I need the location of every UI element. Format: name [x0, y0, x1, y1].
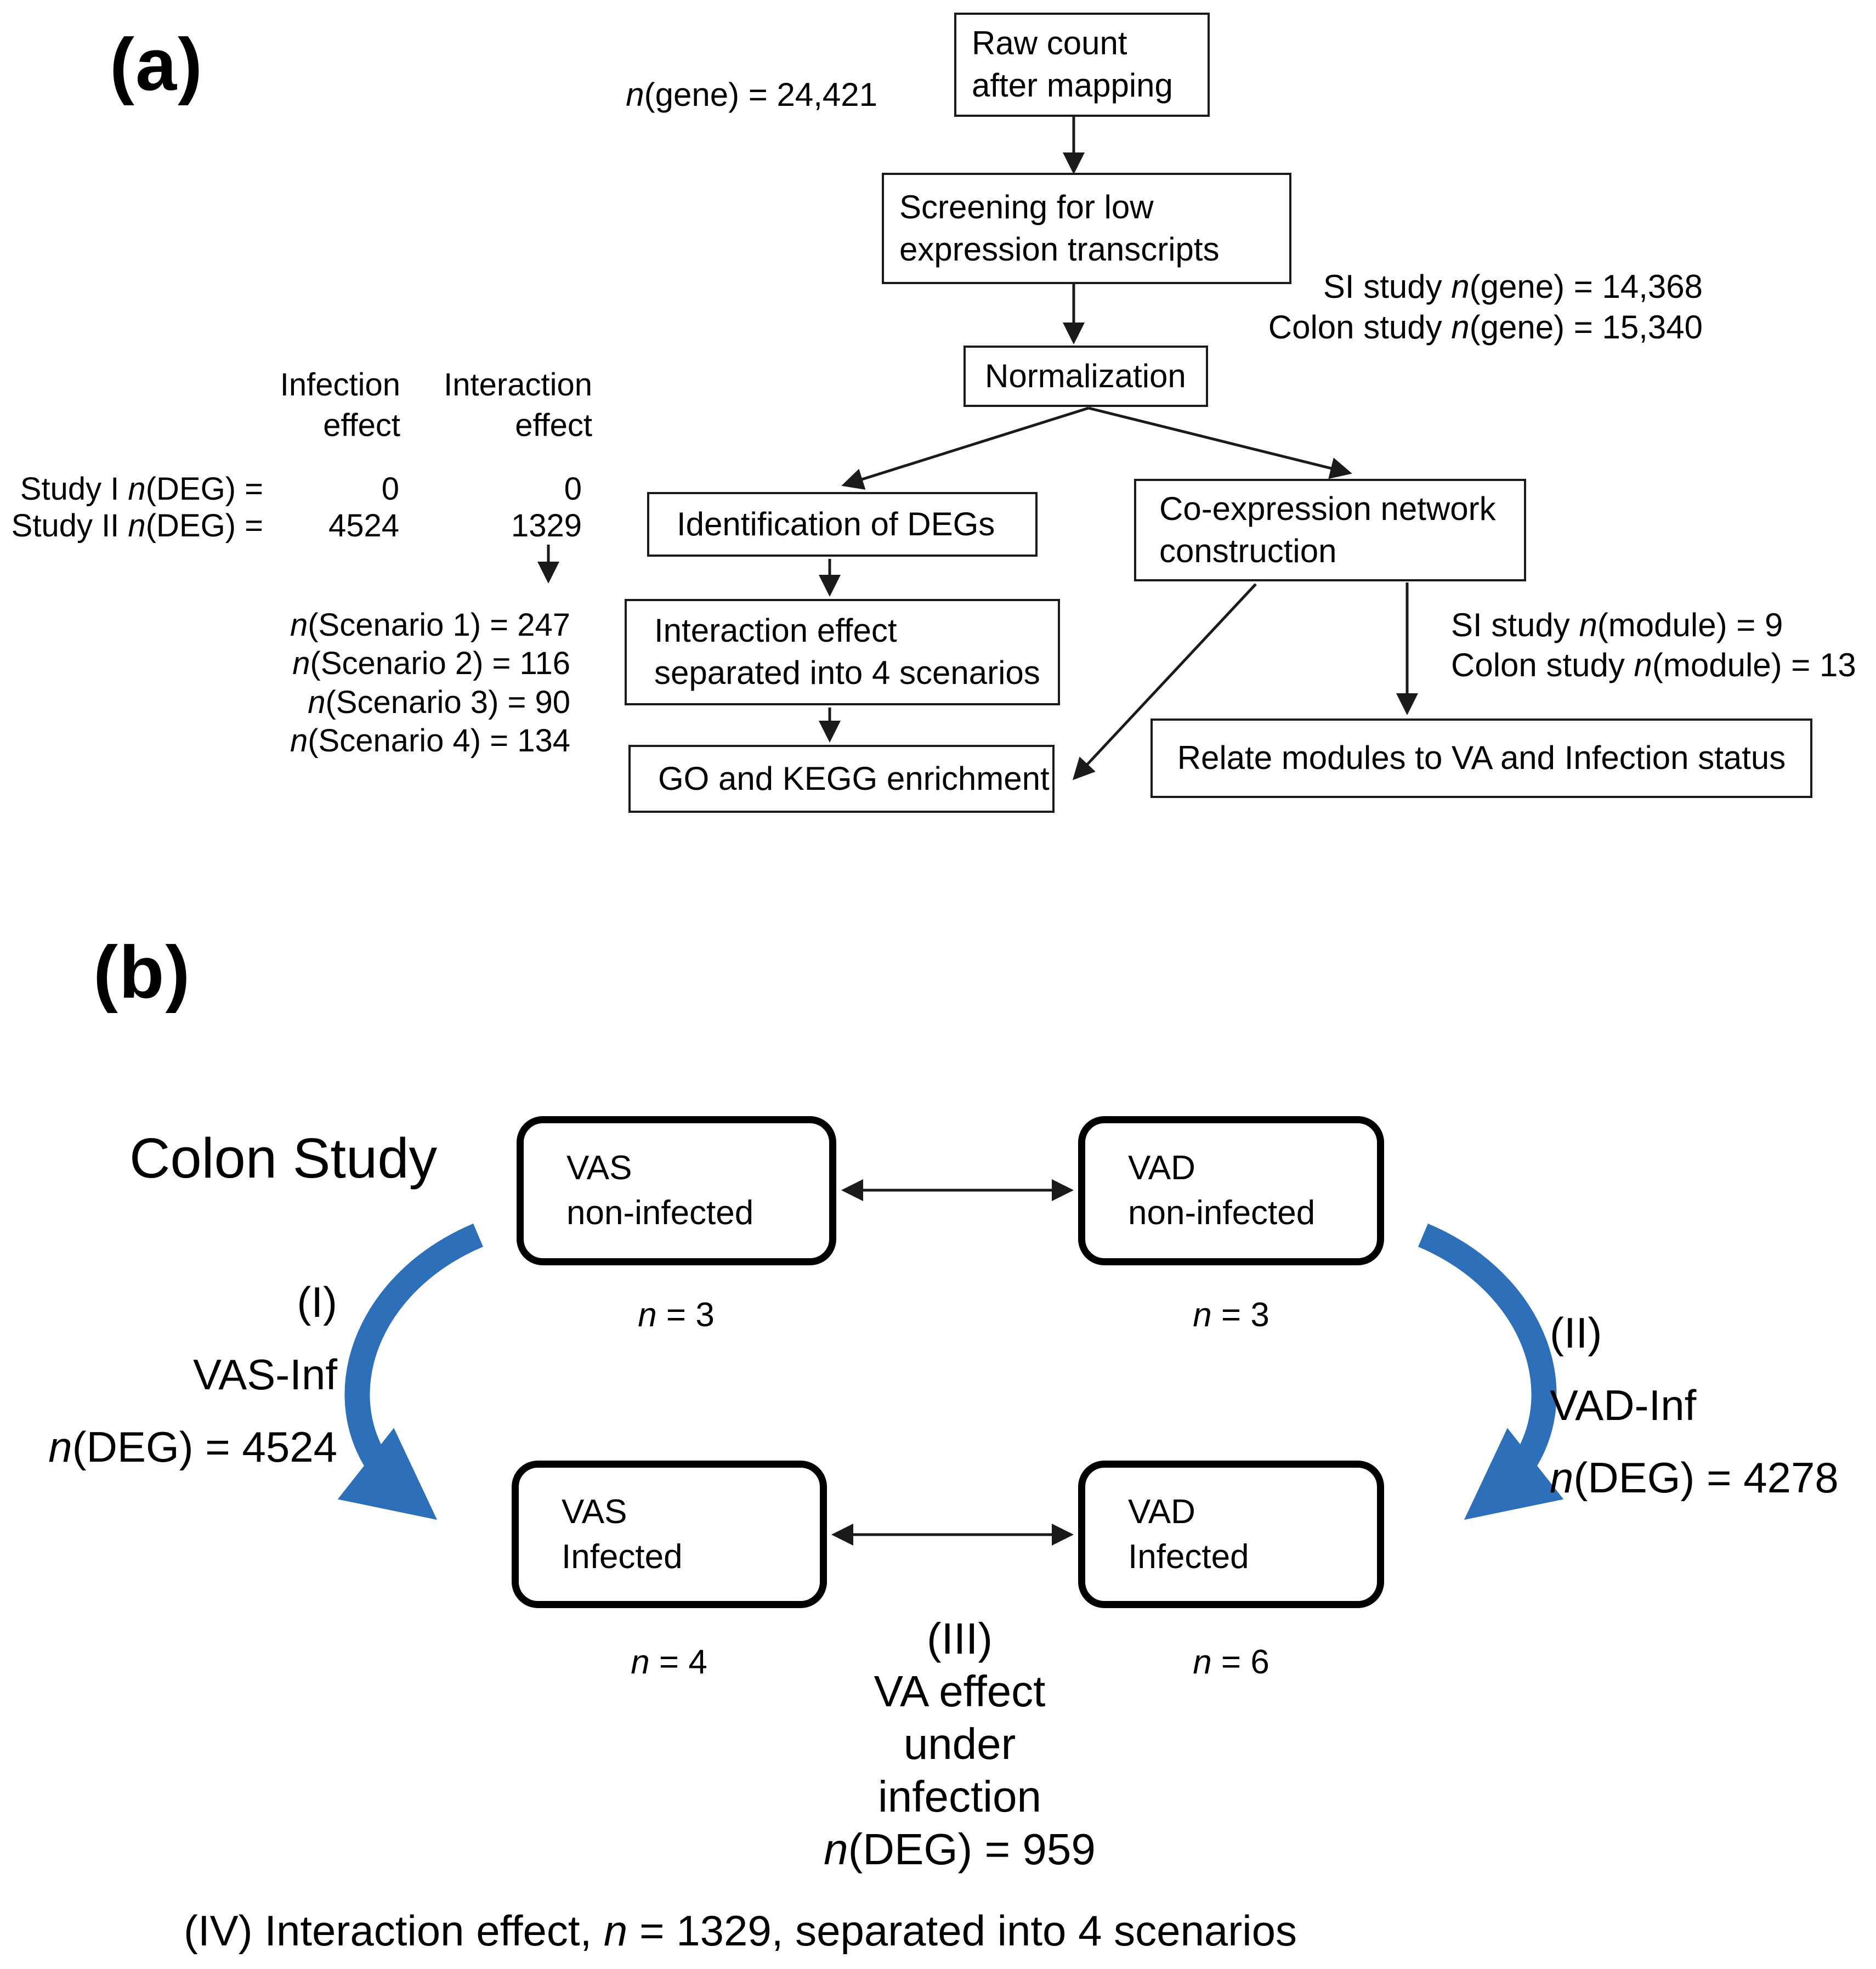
box-vad-infected: VAD Infected	[1078, 1461, 1384, 1608]
curved-arrow-vad-inf	[1418, 1223, 1564, 1520]
comparison-2-label: (II) VAD-Inf n(DEG) = 4278	[1550, 1309, 1839, 1502]
arrow-coexpression-to-go	[1072, 583, 1257, 780]
box-interaction-scenarios: Interaction effect separated into 4 scen…	[625, 599, 1060, 705]
header-interaction-line2: effect	[515, 408, 592, 443]
scenario-3-count: n(Scenario 3) = 90	[308, 684, 570, 720]
row-study1-infection-value: 0	[381, 471, 399, 507]
arrow-normalization-to-coexpression	[1088, 406, 1352, 479]
si-module-count: SI study n(module) = 9	[1451, 607, 1783, 643]
n-vas-infected: n = 4	[631, 1643, 707, 1681]
row-study1-label: Study I n(DEG) =	[20, 471, 263, 507]
si-gene-count: SI study n(gene) = 14,368	[1323, 268, 1703, 305]
row-study2-label: Study II n(DEG) =	[11, 508, 263, 544]
box-coexpression-network: Co-expression network construction	[1134, 479, 1526, 581]
row-study2-infection-value: 4524	[328, 508, 399, 544]
box-relate-modules: Relate modules to VA and Infection statu…	[1150, 718, 1812, 798]
colon-module-count: Colon study n(module) = 13	[1451, 647, 1856, 683]
header-interaction-line1: Interaction	[444, 367, 592, 403]
gene-total-label: n(gene) = 24,421	[626, 76, 877, 113]
colon-gene-count: Colon study n(gene) = 15,340	[1268, 309, 1703, 346]
row-study1-interaction-value: 0	[564, 471, 582, 507]
box-vad-non-infected: VAD non-infected	[1078, 1116, 1384, 1265]
box-screening: Screening for low expression transcripts	[882, 173, 1291, 284]
header-infection-line1: Infection	[280, 367, 400, 403]
comparison-1-label: (I) VAS-Inf n(DEG) = 4524	[48, 1278, 337, 1471]
box-vas-infected: VAS Infected	[512, 1461, 827, 1608]
panel-a-label: (a)	[110, 23, 203, 106]
comparison-3-label: (III) VA effect under infection n(DEG) =…	[824, 1614, 1096, 1874]
box-go-kegg: GO and KEGG enrichment	[628, 745, 1055, 813]
box-vas-non-infected: VAS non-infected	[517, 1116, 836, 1265]
box-identification-degs: Identification of DEGs	[647, 492, 1038, 557]
arrow-normalization-to-identification	[841, 406, 1089, 490]
n-vad-non-infected: n = 3	[1193, 1296, 1269, 1334]
n-vas-non-infected: n = 3	[638, 1296, 715, 1334]
scenario-1-count: n(Scenario 1) = 247	[290, 607, 570, 643]
n-vad-infected: n = 6	[1193, 1643, 1269, 1681]
box-normalization: Normalization	[963, 346, 1208, 407]
scenario-4-count: n(Scenario 4) = 134	[290, 723, 570, 759]
panel-b-label: (b)	[93, 931, 191, 1014]
header-infection-line2: effect	[323, 408, 400, 443]
box-raw-count: Raw count after mapping	[954, 13, 1210, 117]
scenario-2-count: n(Scenario 2) = 116	[292, 646, 570, 681]
colon-study-title: Colon Study	[129, 1127, 438, 1190]
comparison-4-label: (IV) Interaction effect, n = 1329, separ…	[184, 1906, 1297, 1955]
row-study2-interaction-value: 1329	[511, 508, 582, 544]
curved-arrow-vas-inf	[337, 1223, 483, 1520]
